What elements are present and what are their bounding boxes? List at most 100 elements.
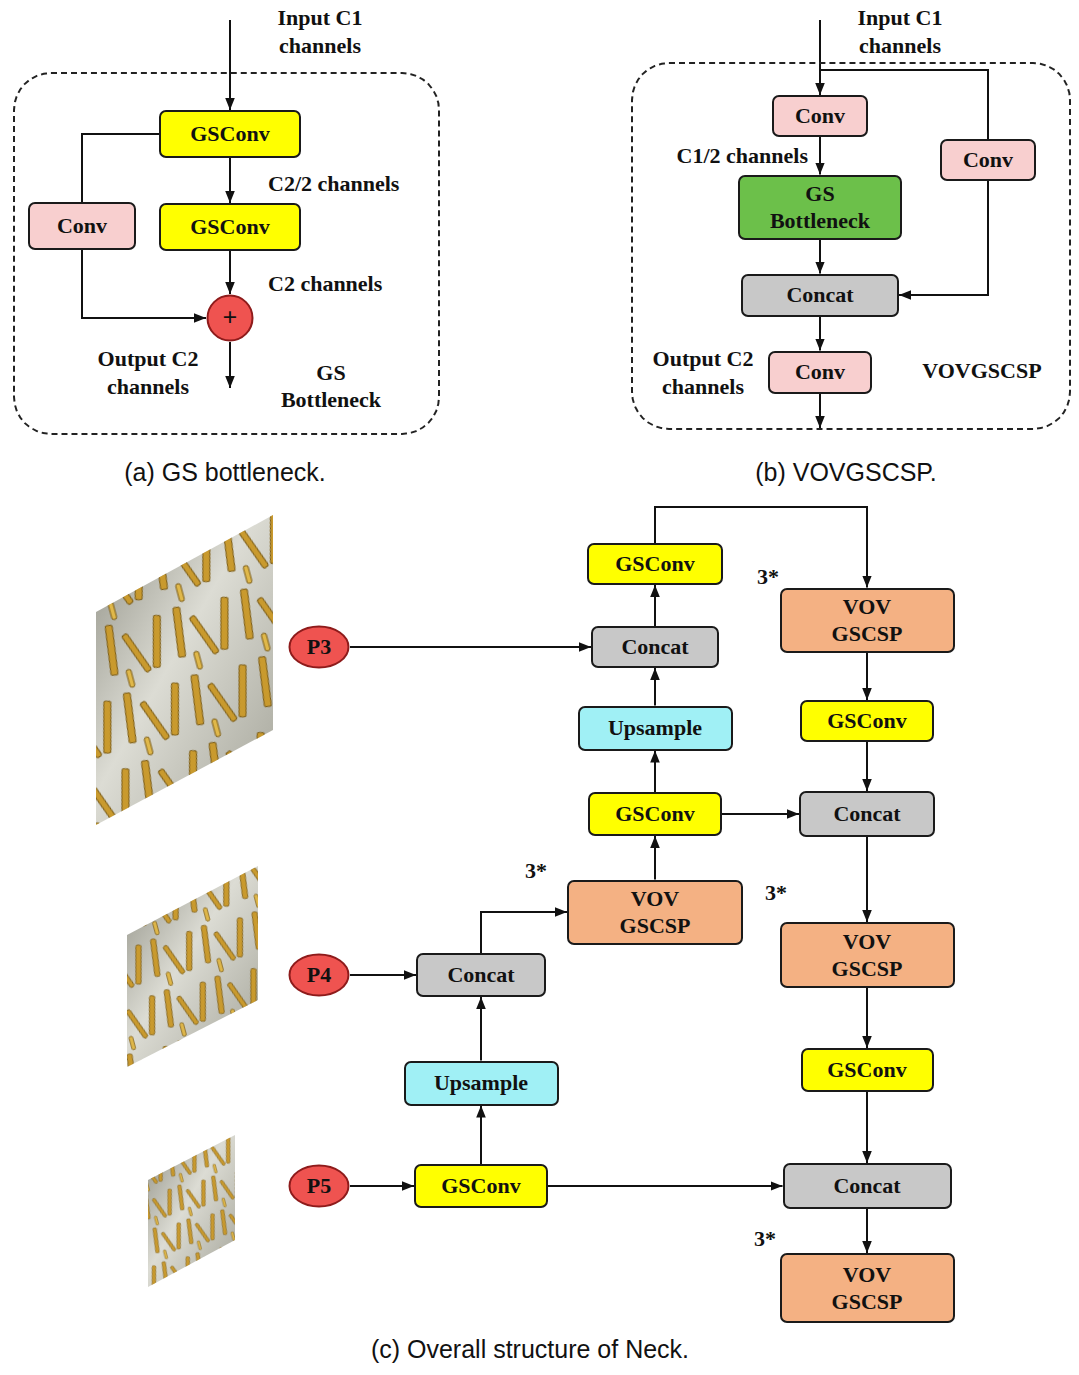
conv-block: Conv [28,202,136,250]
connector [866,653,868,701]
conv-block: Conv [768,351,872,394]
module-frame: GS BottleneckGSConvConvGSConv+ [13,72,440,435]
node-text: Concat [786,281,853,309]
node-text: GSConv [827,1056,906,1084]
gsconv-block: GSConv [801,1048,934,1092]
node-text: VOV GSCSP [817,928,917,983]
gsconv-block: GSConv [800,700,934,742]
connector [229,251,231,294]
module-name: GS Bottleneck [266,359,396,414]
port-label: Output C2 channels [88,345,208,400]
node-text: P3 [307,633,331,661]
concat-block: Concat [783,1163,952,1209]
connector [819,317,821,351]
node-text: VOV GSCSP [605,885,705,940]
port-label: Input C1 channels [830,4,970,59]
conv-block: Conv [772,95,868,137]
node-text: P4 [307,961,331,989]
feature-level: P4 [288,953,350,997]
edge-label: C2 channels [268,270,382,298]
port-label: Output C2 channels [643,345,763,400]
node-text: GSConv [615,550,694,578]
node-text: Conv [795,102,845,130]
figure-caption: (a) GS bottleneck. [124,457,325,488]
connector [654,668,656,706]
ellipse-shape [290,627,349,668]
connector [480,997,482,1061]
connector [350,1185,414,1187]
connector [548,1185,783,1187]
figure-caption: (b) VOVGSCSP. [755,457,937,488]
connector [654,751,656,793]
node-text: GSConv [827,707,906,735]
upsample-block: Upsample [404,1061,559,1106]
vovgscsp-block: VOV GSCSP [567,880,743,945]
input-arrow [229,20,231,110]
connector [819,137,821,175]
feature-image [148,1135,235,1287]
gsconv-block: GSConv [159,203,301,251]
gsconv-block: GSConv [587,543,723,585]
conv-block: Conv [940,139,1036,181]
figure-caption: (c) Overall structure of Neck. [371,1334,689,1365]
node-text: Upsample [608,714,702,742]
connector [481,912,567,953]
concat-block: Concat [591,626,719,668]
upsample-block: Upsample [578,706,733,751]
node-text: Concat [447,961,514,989]
connector [654,585,656,626]
connector [350,974,416,976]
node-text: GSConv [615,800,694,828]
concat-block: Concat [741,274,899,317]
feature-image [127,866,258,1067]
vovgscsp-block: VOV GSCSP [780,1253,955,1323]
connector [866,988,868,1048]
node-text: VOV GSCSP [817,593,917,648]
connector [82,134,159,202]
node-text: GSConv [190,120,269,148]
vovgscsp-block: VOV GSCSP [780,922,955,988]
output-arrow [819,394,821,428]
connector [722,813,799,815]
node-text: Conv [963,146,1013,174]
connector [819,240,821,274]
ellipse-shape [208,296,253,341]
node-text: GSConv [190,213,269,241]
connector [866,837,868,922]
gsconv-block: GSConv [414,1164,548,1208]
node-text: Conv [795,358,845,386]
node-text: Concat [833,1172,900,1200]
concat-block: Concat [799,791,935,837]
connector [480,1106,482,1165]
vovgscsp-block: VOV GSCSP [780,588,955,653]
sum-node: + [206,294,254,342]
node-text: Concat [621,633,688,661]
connector [229,158,231,203]
repeat-count: 3* [757,563,779,591]
node-text: GSConv [441,1172,520,1200]
feature-level: P5 [288,1164,350,1208]
connector [866,1209,868,1253]
connector [82,250,206,318]
node-text: Conv [57,212,107,240]
input-arrow [819,20,821,95]
module-name: VOVGSCSP [922,357,1041,385]
repeat-count: 3* [525,857,547,885]
connector [350,646,591,648]
node-text: Upsample [434,1069,528,1097]
connector [654,836,656,880]
node-text: VOV GSCSP [817,1261,917,1316]
repeat-count: 3* [765,879,787,907]
node-text: + [223,302,238,335]
connector [899,181,988,295]
feature-level: P3 [288,625,350,669]
ellipse-shape [290,1166,349,1207]
bottleneck-block: GS Bottleneck [738,175,902,240]
gsconv-block: GSConv [159,110,301,158]
port-label: Input C1 channels [245,4,395,59]
repeat-count: 3* [754,1225,776,1253]
connector [866,1092,868,1163]
node-text: GS Bottleneck [758,180,883,235]
